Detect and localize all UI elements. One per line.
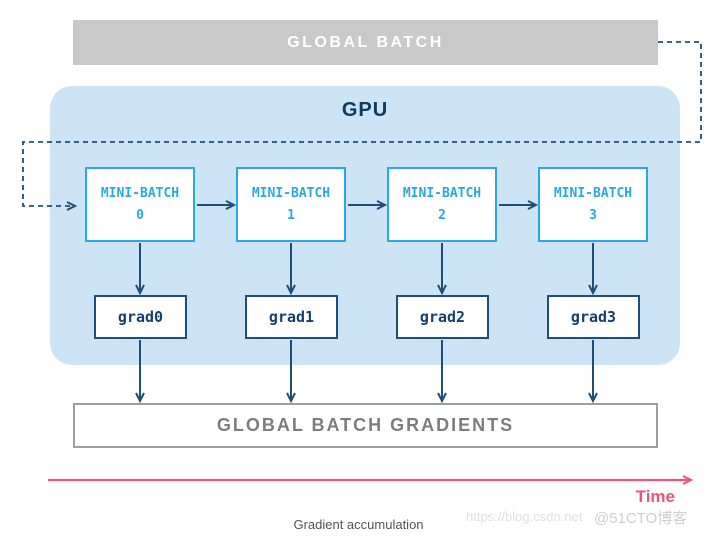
grad-box-3: grad3 <box>547 295 640 339</box>
grad-box-1: grad1 <box>245 295 338 339</box>
mini-batch-title: MINI-BATCH <box>553 186 633 202</box>
mini-batch-box-3: MINI-BATCH 3 <box>538 167 648 242</box>
mini-batch-index: 1 <box>287 207 295 223</box>
mini-batch-index: 2 <box>438 207 446 223</box>
grad-label: grad2 <box>419 308 466 326</box>
global-batch-bar: GLOBAL BATCH <box>73 20 658 65</box>
mini-batch-title: MINI-BATCH <box>402 186 482 202</box>
time-axis-label: Time <box>635 487 675 506</box>
global-batch-label: GLOBAL BATCH <box>287 33 444 51</box>
watermark-csdn: https://blog.csdn.net <box>466 509 583 524</box>
grad-label: grad3 <box>570 308 617 326</box>
diagram-caption: Gradient accumulation <box>293 517 424 532</box>
mini-batch-box-1: MINI-BATCH 1 <box>236 167 346 242</box>
mini-batch-box-2: MINI-BATCH 2 <box>387 167 497 242</box>
global-batch-gradients-box: GLOBAL BATCH GRADIENTS <box>73 403 658 448</box>
grad-box-0: grad0 <box>94 295 187 339</box>
global-batch-gradients-label: GLOBAL BATCH GRADIENTS <box>216 415 515 435</box>
mini-batch-index: 0 <box>136 207 144 223</box>
mini-batch-index: 3 <box>589 207 597 223</box>
mini-batch-box-0: MINI-BATCH 0 <box>85 167 195 242</box>
grad-box-2: grad2 <box>396 295 489 339</box>
gpu-label: GPU <box>341 99 389 121</box>
grad-label: grad1 <box>268 308 315 326</box>
grad-label: grad0 <box>117 308 164 326</box>
watermark-51cto: @51CTO博客 <box>594 510 688 527</box>
mini-batch-title: MINI-BATCH <box>251 186 331 202</box>
mini-batch-title: MINI-BATCH <box>100 186 180 202</box>
